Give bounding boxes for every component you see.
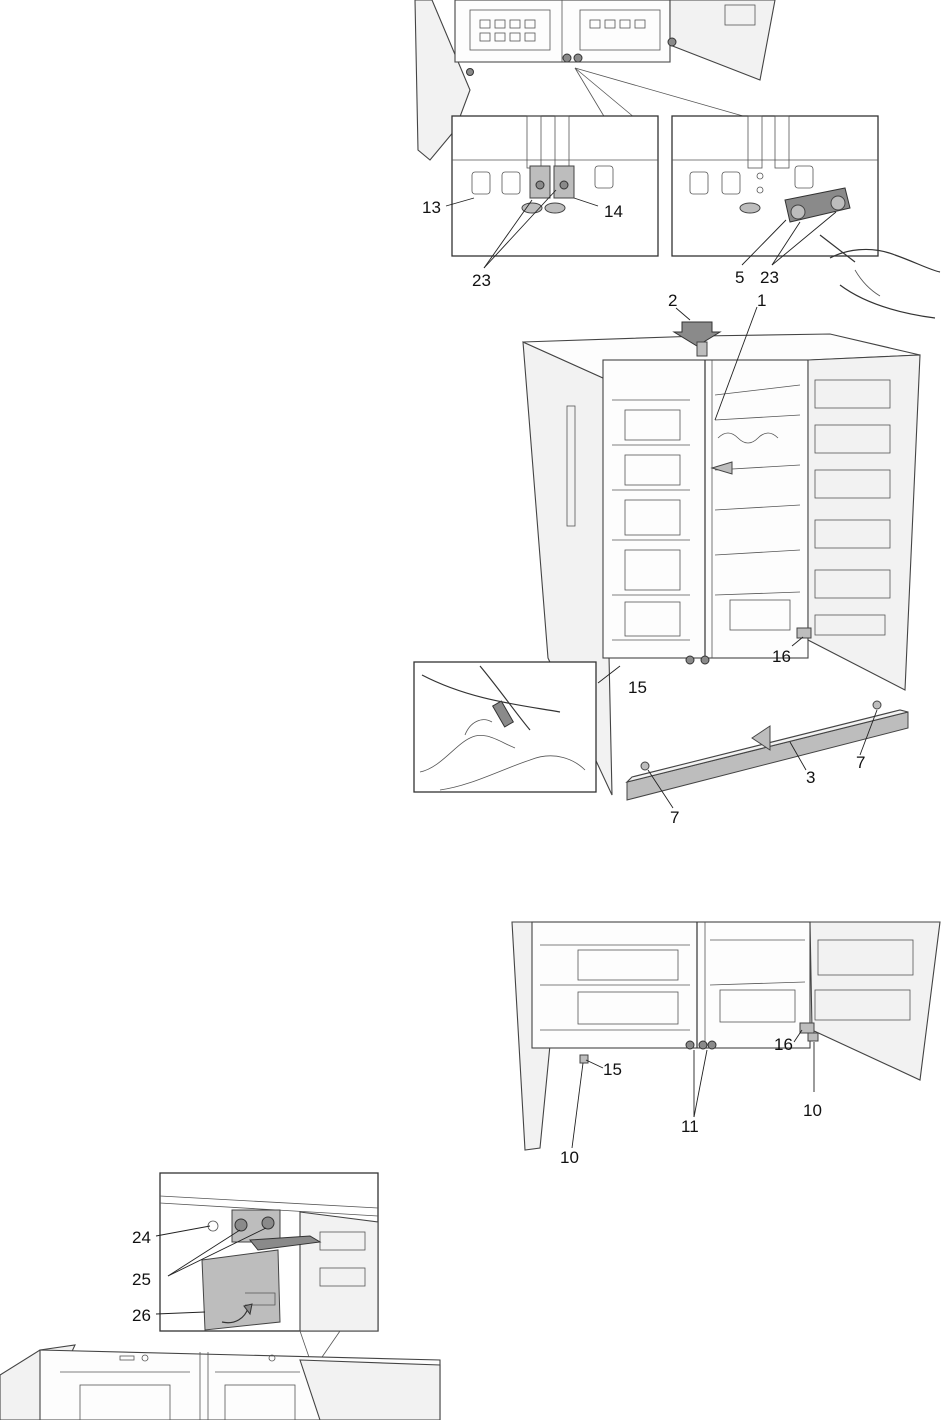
inset-hinge-removal <box>672 116 940 318</box>
label-7: 7 <box>856 753 865 772</box>
label-10: 10 <box>803 1101 822 1120</box>
figure-4-top-hinge-cover: 24 25 26 <box>132 1173 378 1360</box>
label-7: 7 <box>670 808 679 827</box>
label-3: 3 <box>806 768 815 787</box>
label-10: 10 <box>560 1148 579 1167</box>
label-16: 16 <box>774 1035 793 1054</box>
inset-hinge-mounted <box>452 116 658 256</box>
figure-2-side-by-side-fridge: 2 1 16 15 7 3 7 <box>414 291 920 827</box>
label-13: 13 <box>422 198 441 217</box>
label-2: 2 <box>668 291 677 310</box>
label-1: 1 <box>757 291 766 310</box>
figure-5-fridge-top-cropped <box>0 1345 440 1420</box>
label-15: 15 <box>603 1060 622 1079</box>
label-24: 24 <box>132 1228 151 1247</box>
label-23: 23 <box>472 271 491 290</box>
figure-3-fridge-feet: 15 16 10 11 10 <box>512 922 940 1167</box>
label-25: 25 <box>132 1270 151 1289</box>
label-11: 11 <box>681 1117 699 1136</box>
label-5: 5 <box>735 268 744 287</box>
label-23: 23 <box>760 268 779 287</box>
label-15: 15 <box>628 678 647 697</box>
label-14: 14 <box>604 202 623 221</box>
figure-1-hinge-detail: 13 14 23 5 23 <box>415 0 940 318</box>
label-26: 26 <box>132 1306 151 1325</box>
inset-plinth-clip <box>414 662 596 792</box>
label-16: 16 <box>772 647 791 666</box>
